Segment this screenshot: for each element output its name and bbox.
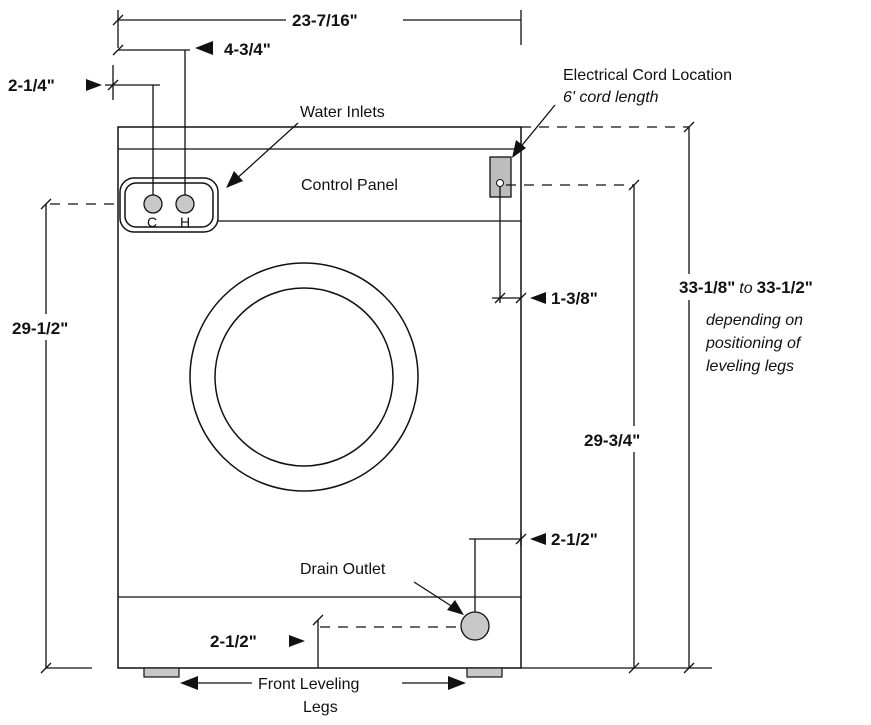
- drain-outlet-arrow: [447, 600, 464, 615]
- overall-width-value: 23-7/16": [292, 11, 358, 30]
- cord-height-dimension: 29-3/4": [506, 179, 690, 674]
- height-note-line-1: depending on: [706, 312, 803, 329]
- overall-height-value: 33-1/8" to 33-1/2": [679, 278, 813, 297]
- overall-height-dimension: 33-1/8" to 33-1/2" depending on position…: [521, 121, 866, 674]
- washer-body: C H: [117, 126, 522, 678]
- drain-outlet-callout: Drain Outlet: [300, 561, 464, 615]
- inlet-height-dimension: 29-1/2": [10, 198, 118, 674]
- electrical-cord-label: Electrical Cord Location: [563, 67, 732, 84]
- drain-height-dimension: 2-1/2": [206, 614, 461, 668]
- cord-height-value: 29-3/4": [584, 431, 640, 450]
- hot-inlet-offset-value: 4-3/4": [224, 40, 271, 59]
- inlet-height-value: 29-1/2": [12, 319, 68, 338]
- water-inlets-label: Water Inlets: [300, 104, 385, 121]
- door-window: [214, 287, 394, 467]
- left-leveling-leg: [143, 667, 180, 678]
- water-inlets-arrow: [226, 171, 243, 188]
- drain-outlet: [460, 611, 490, 641]
- inlet-panel-inner: [124, 182, 214, 228]
- cord-offset-dimension: 1-3/8": [492, 187, 598, 308]
- cord-arrow: [512, 140, 526, 158]
- hot-inlet-label: H: [180, 214, 190, 230]
- drain-outlet-label: Drain Outlet: [300, 561, 386, 578]
- cold-inlet-offset-dimension: 2-1/4": [8, 65, 160, 195]
- electrical-cord-callout: Electrical Cord Location 6' cord length: [512, 67, 732, 158]
- right-leg-arrow: [448, 676, 466, 690]
- left-leg-arrow: [180, 676, 198, 690]
- cord-length-label: 6' cord length: [563, 89, 659, 106]
- cord-offset-value: 1-3/8": [551, 289, 598, 308]
- height-note-line-3: leveling legs: [706, 358, 794, 375]
- hot-offset-arrow: [195, 41, 213, 55]
- cord-offset-arrow: [530, 292, 546, 304]
- drain-height-arrow: [289, 635, 305, 647]
- water-inlets-callout: Water Inlets: [226, 104, 385, 188]
- overall-width-dimension: 23-7/16": [112, 10, 522, 48]
- cold-inlet-offset-value: 2-1/4": [8, 76, 55, 95]
- cold-inlet: [143, 194, 163, 214]
- hot-inlet-offset-dimension: 4-3/4": [112, 40, 271, 195]
- front-legs-label-line-1: Front Leveling: [258, 676, 359, 693]
- drain-height-value: 2-1/2": [210, 632, 257, 651]
- cold-offset-arrow: [86, 79, 102, 91]
- front-legs-label-line-2: Legs: [303, 699, 338, 716]
- drain-side-arrow: [530, 533, 546, 545]
- drain-side-offset-value: 2-1/2": [551, 530, 598, 549]
- right-leveling-leg: [466, 667, 503, 678]
- height-note-line-2: positioning of: [705, 335, 802, 352]
- cold-inlet-label: C: [147, 214, 157, 230]
- hot-inlet: [175, 194, 195, 214]
- drain-side-offset-dimension: 2-1/2": [469, 530, 598, 612]
- control-panel-label: Control Panel: [301, 177, 398, 194]
- cord-point: [496, 179, 504, 187]
- front-legs-callout: Front Leveling Legs: [180, 676, 466, 716]
